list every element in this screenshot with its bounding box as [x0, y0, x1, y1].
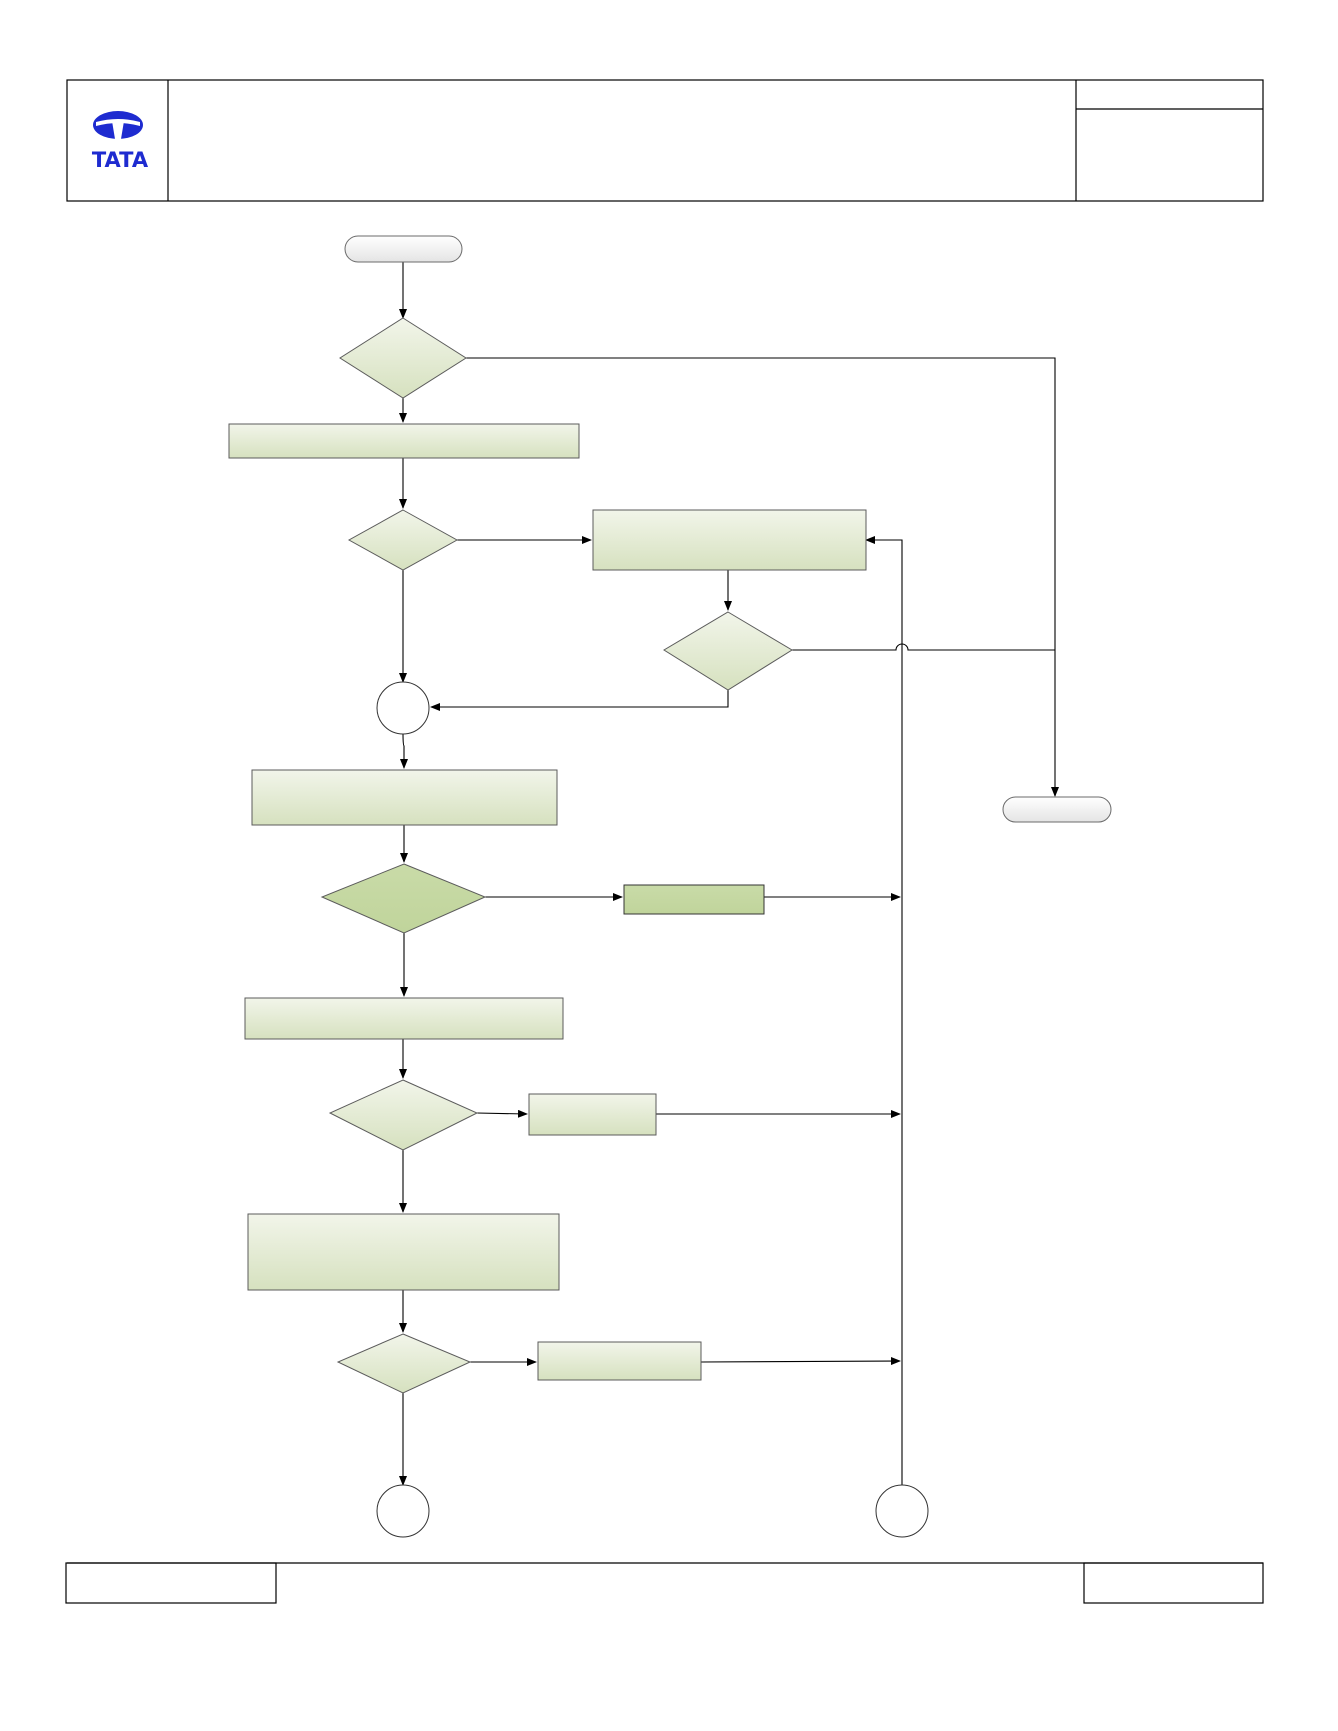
- edge-d3-c1: [430, 690, 729, 711]
- node-decision-3: [663, 611, 793, 691]
- node-process-7: [247, 1213, 560, 1291]
- edge-d3-end: [792, 643, 1055, 651]
- node-process-3: [251, 769, 558, 826]
- node-process-6: [528, 1093, 657, 1136]
- node-connector-3: [875, 1484, 929, 1538]
- node-process-8: [537, 1341, 702, 1381]
- node-decision-5: [328, 1079, 479, 1151]
- edge-p8-loop: [700, 1357, 901, 1366]
- node-process-5: [244, 997, 564, 1040]
- node-decision-4: [320, 863, 487, 934]
- flow-nodes: [228, 235, 1112, 1538]
- edge-d5-p6: [476, 1109, 528, 1118]
- node-connector-2: [376, 1484, 430, 1538]
- node-start: [344, 235, 463, 263]
- node-decision-2: [347, 509, 459, 571]
- node-process-2: [592, 509, 867, 571]
- tata-logo-icon: TATA: [92, 111, 149, 172]
- edge-c1-p3: [400, 732, 408, 769]
- node-connector-1: [376, 681, 430, 735]
- header-frame: [66, 79, 1264, 202]
- node-process-4: [623, 884, 765, 915]
- node-decision-6: [336, 1333, 472, 1394]
- edge-c3-p2: [865, 536, 903, 1485]
- node-process-1: [228, 423, 580, 459]
- flow-lines: [399, 262, 1059, 1486]
- node-end: [1002, 796, 1112, 823]
- node-decision-1: [339, 317, 467, 399]
- footer-frame: [65, 1562, 1264, 1604]
- logo-wordmark: TATA: [92, 148, 149, 172]
